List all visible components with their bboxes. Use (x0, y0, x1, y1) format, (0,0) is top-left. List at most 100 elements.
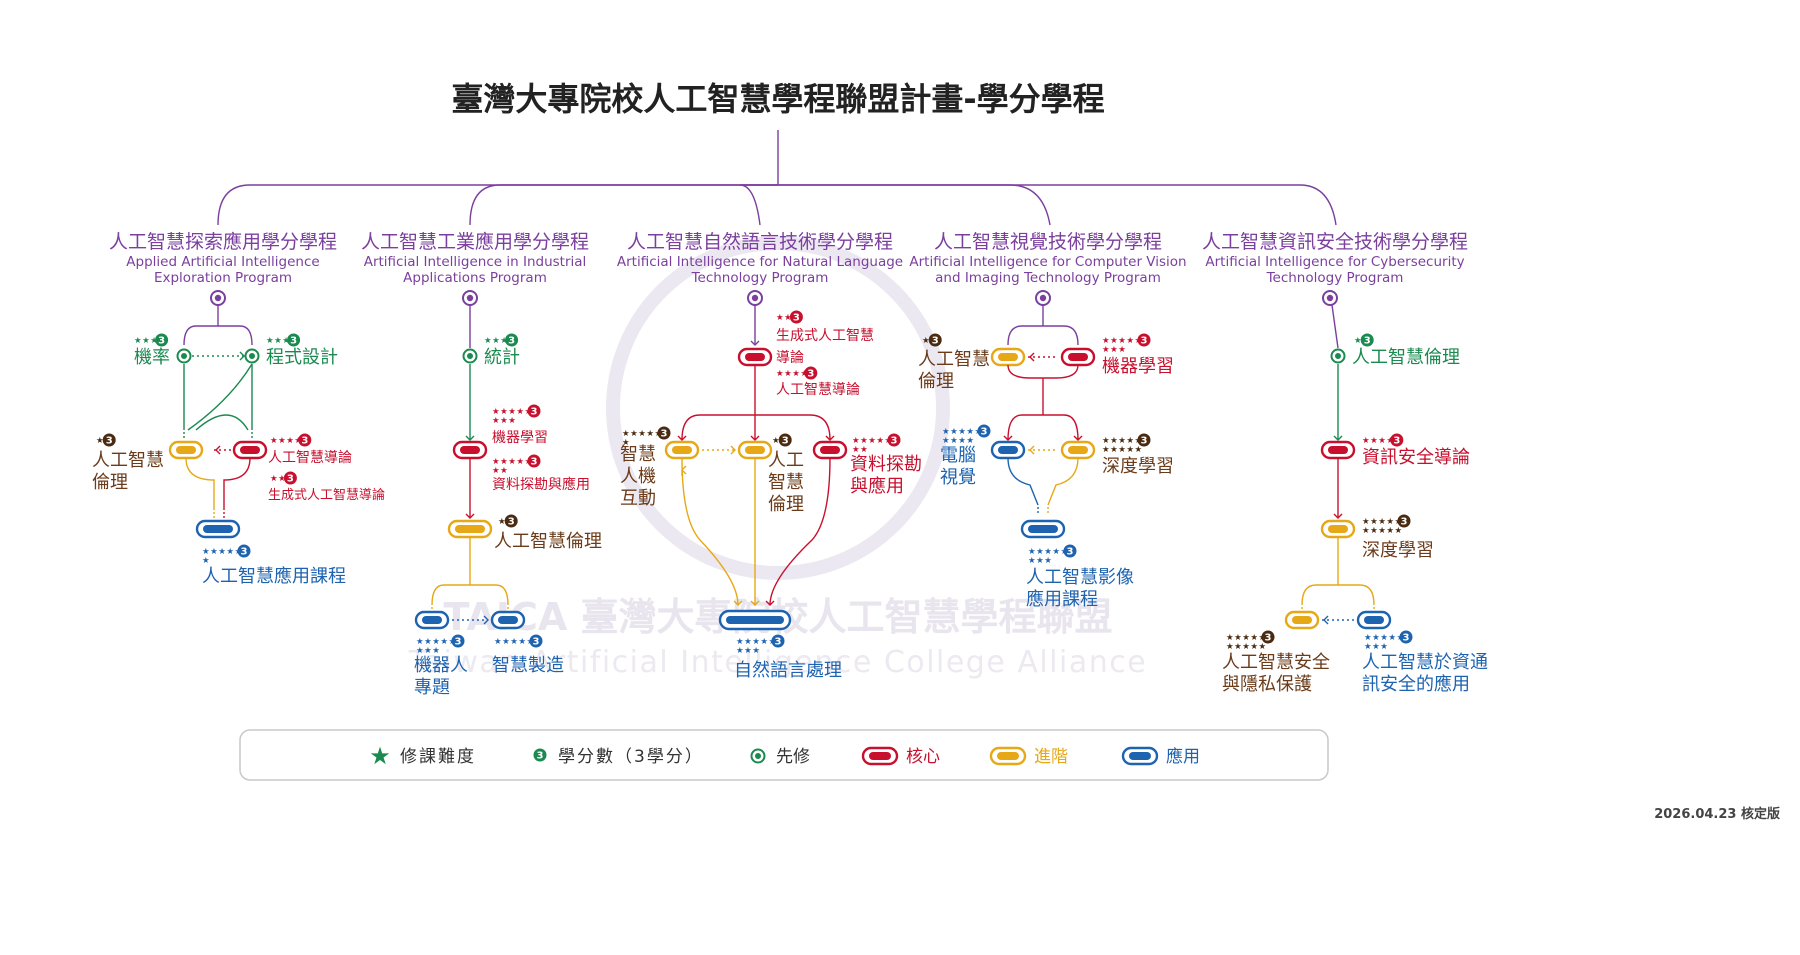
course-name: 倫理 (92, 472, 128, 493)
credit-badge: 3 (1137, 333, 1151, 347)
legend-advanced-icon (989, 746, 1027, 766)
badge-circle (1063, 544, 1077, 558)
course-name: 倫理 (768, 494, 804, 515)
course-name: 深度學習 (1102, 456, 1174, 477)
difficulty-rating: ★★★★★3★★★ (1028, 544, 1077, 566)
connector-line (1007, 457, 1039, 506)
course-node-ict (1356, 610, 1392, 630)
difficulty-rating: ★3 (1354, 333, 1374, 347)
badge-circle (283, 471, 297, 485)
credit-badge: 3 (298, 433, 312, 447)
dot (181, 353, 187, 359)
arrowhead-icon (681, 465, 687, 475)
difficulty-stars: ★★★ (484, 336, 508, 346)
program-1-flow: ★★★3機率★★★3程式設計★3人工智慧倫理★★★★3人工智慧導論★★3生成式人… (92, 305, 385, 587)
credit-badge: 3 (527, 404, 541, 418)
course-name: 深度學習 (1362, 540, 1434, 561)
difficulty-rating: ★3 (772, 433, 792, 447)
arrowhead-icon (750, 600, 760, 606)
course-name: 倫理 (918, 371, 954, 392)
difficulty-stars: ★ (772, 436, 780, 446)
credit-badge: 3 (887, 433, 901, 447)
course-name: 視覺 (940, 467, 976, 488)
credit-value: 3 (981, 427, 988, 438)
credit-value: 3 (531, 407, 538, 418)
badge-circle (504, 514, 518, 528)
difficulty-stars: ★★★★★ (492, 457, 533, 467)
program-english-line1: Applied Artificial Intelligence (126, 254, 319, 270)
course-node-ethics (737, 440, 773, 460)
program-title: 人工智慧工業應用學分學程 (361, 230, 589, 253)
credit-value: 3 (241, 547, 248, 558)
course-name: 人工智慧於資通 (1362, 652, 1488, 673)
course-name: 機率 (134, 347, 170, 368)
difficulty-rating: ★★★★3 (270, 433, 312, 447)
header: 臺灣大專院校人工智慧學程聯盟計畫-學分學程 (451, 80, 1104, 118)
difficulty-stars: ★★★★★ (492, 407, 533, 417)
connector-line (431, 584, 470, 606)
course-name: 人工智慧 (92, 450, 164, 471)
prereq-node-icon (462, 348, 478, 364)
badge-circle (237, 544, 251, 558)
connector-line (195, 414, 249, 431)
dot (755, 753, 761, 759)
course-name: 人工智慧倫理 (1352, 347, 1460, 368)
arrowhead-icon (733, 600, 743, 606)
badge-circle (1390, 433, 1404, 447)
prereq-node-icon (176, 348, 192, 364)
difficulty-stars: ★★★★★ (1362, 526, 1403, 536)
difficulty-rating: ★★★★★3★★★★★ (1362, 514, 1411, 536)
difficulty-rating: ★3 (922, 333, 942, 347)
credit-badge: 3 (804, 366, 818, 380)
connector-line (185, 457, 215, 510)
node-fill (998, 353, 1018, 361)
dot (249, 353, 255, 359)
node-fill (1028, 525, 1058, 533)
credit-value: 3 (1393, 436, 1400, 447)
course-node-ethics (990, 347, 1026, 367)
program-english-line2: Technology Program (691, 270, 829, 286)
node-fill (745, 353, 765, 361)
program-3-flow: ★★3生成式人工智慧導論★★★★3人工智慧導論★★★★★3★智慧人機互動★3人工… (620, 305, 922, 681)
difficulty-rating: ★★★★★3★★★ (1102, 333, 1151, 355)
credit-value: 3 (807, 369, 814, 380)
credit-badge: 3 (778, 433, 792, 447)
credit-badge: 3 (1399, 630, 1413, 644)
difficulty-rating: ★★★★★3★★ (852, 433, 901, 455)
connector-line (218, 325, 253, 346)
dot (1039, 294, 1047, 302)
arrowhead-icon (730, 445, 736, 455)
course-name: 人工智慧安全 (1222, 652, 1330, 673)
difficulty-stars: ★★★★★ (1362, 517, 1403, 527)
difficulty-stars: ★★★★ (1362, 436, 1394, 446)
badge-circle (1137, 433, 1151, 447)
credit-value: 3 (891, 436, 898, 447)
watermark-ring (606, 236, 950, 580)
credit-badge: 3 (789, 310, 803, 324)
course-node-dl (1320, 519, 1356, 539)
credit-badge: 3 (533, 748, 547, 762)
badge-circle (778, 433, 792, 447)
connector-line (1043, 325, 1079, 346)
difficulty-stars: ★★★★★ (852, 436, 893, 446)
course-node-ethics (447, 519, 493, 539)
node-fill (998, 446, 1018, 454)
credit-value: 3 (1141, 436, 1148, 447)
difficulty-stars: ★★★★★ (202, 547, 243, 557)
credit-value: 3 (287, 474, 294, 485)
difficulty-stars: ★★ (776, 313, 792, 323)
difficulty-rating: ★★★★3 (776, 366, 818, 380)
credit-badge: 3 (771, 634, 785, 648)
badge-circle (298, 433, 312, 447)
badge-circle (451, 634, 465, 648)
credit-value: 3 (455, 637, 462, 648)
course-name: 電腦 (940, 445, 976, 466)
badge-circle (287, 333, 301, 347)
program-node-icon (747, 290, 763, 306)
credit-value: 3 (775, 637, 782, 648)
node-fill (1129, 752, 1151, 760)
node-fill (1328, 446, 1348, 454)
program-title: 人工智慧資訊安全技術學分學程 (1202, 231, 1468, 253)
